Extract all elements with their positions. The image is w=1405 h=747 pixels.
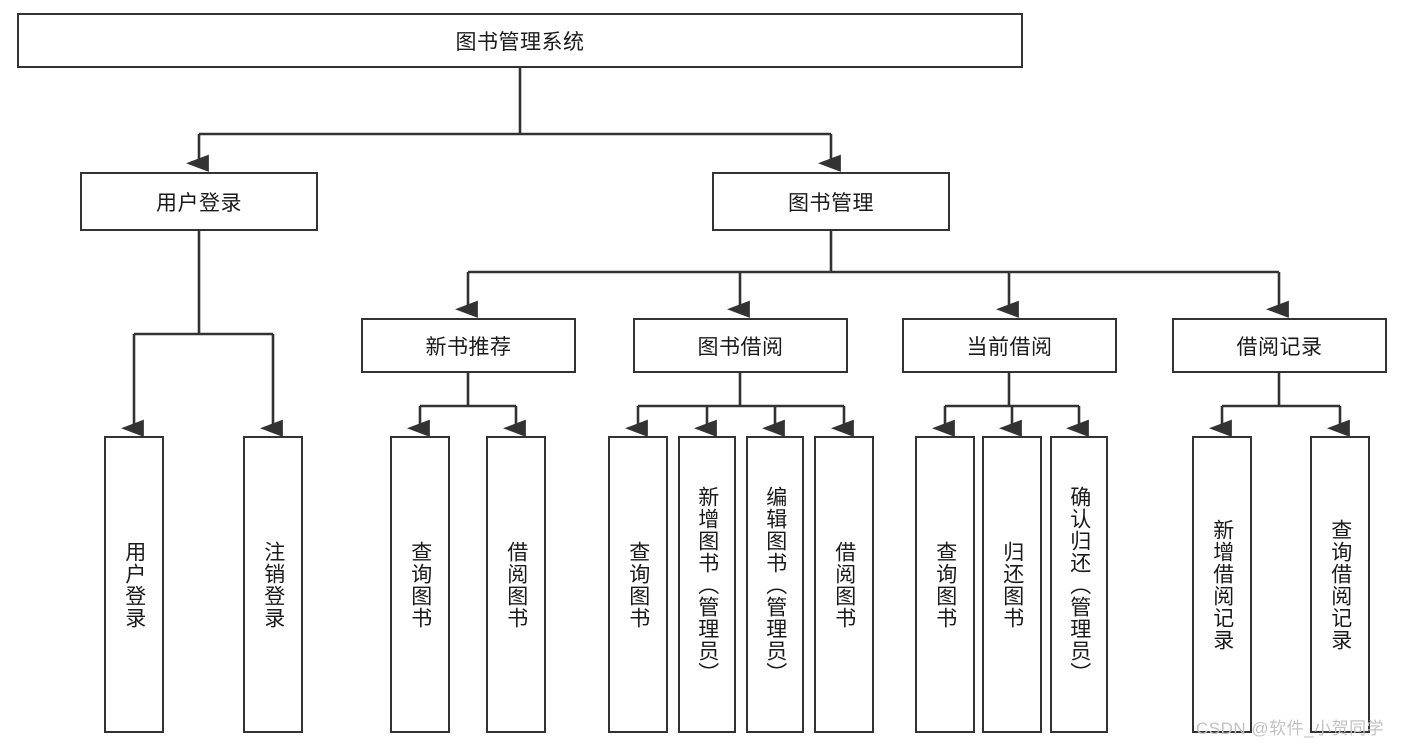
- node-leaf-add-book-admin[interactable]: 新增图书（管理员）: [678, 436, 736, 733]
- node-borrow-record-label: 借阅记录: [1236, 335, 1323, 359]
- node-leaf-borrow-book[interactable]: 借阅图书: [814, 436, 874, 733]
- node-leaf-borrow-book-label: 借阅图书: [832, 540, 856, 629]
- node-leaf-borrow-book-rec-label: 借阅图书: [504, 540, 528, 629]
- node-leaf-user-logout[interactable]: 注销登录: [243, 436, 303, 733]
- csdn-watermark: CSDN @软件_小贺同学: [1196, 719, 1385, 738]
- node-leaf-query-borrow-record-label: 查询借阅记录: [1328, 518, 1352, 651]
- node-book-borrow-label: 图书借阅: [697, 335, 784, 359]
- node-leaf-return-book-label: 归还图书: [1000, 540, 1024, 629]
- node-leaf-add-book-admin-label: 新增图书（管理员）: [695, 485, 719, 684]
- node-leaf-user-login[interactable]: 用户登录: [104, 436, 164, 733]
- node-leaf-query-borrow-record[interactable]: 查询借阅记录: [1310, 436, 1370, 733]
- node-leaf-add-borrow-record[interactable]: 新增借阅记录: [1192, 436, 1252, 733]
- node-new-book-rec-label: 新书推荐: [425, 335, 512, 359]
- node-leaf-query-book-current-label: 查询图书: [933, 540, 957, 629]
- node-user-login-label: 用户登录: [156, 191, 242, 215]
- node-new-book-rec[interactable]: 新书推荐: [361, 318, 576, 373]
- node-root[interactable]: 图书管理系统: [17, 13, 1023, 68]
- node-leaf-edit-book-admin[interactable]: 编辑图书（管理员）: [746, 436, 804, 733]
- node-leaf-query-book-borrow-label: 查询图书: [626, 540, 650, 629]
- node-leaf-query-book-borrow[interactable]: 查询图书: [608, 436, 668, 733]
- node-root-label: 图书管理系统: [455, 30, 585, 54]
- node-leaf-edit-book-admin-label: 编辑图书（管理员）: [763, 485, 787, 684]
- node-leaf-confirm-return-admin[interactable]: 确认归还（管理员）: [1050, 436, 1108, 733]
- node-leaf-return-book[interactable]: 归还图书: [982, 436, 1042, 733]
- node-leaf-query-book-rec[interactable]: 查询图书: [390, 436, 450, 733]
- node-user-login[interactable]: 用户登录: [80, 172, 318, 231]
- node-book-manage[interactable]: 图书管理: [712, 172, 950, 231]
- node-current-borrow[interactable]: 当前借阅: [902, 318, 1117, 373]
- node-current-borrow-label: 当前借阅: [966, 335, 1053, 359]
- node-leaf-confirm-return-admin-label: 确认归还（管理员）: [1067, 485, 1091, 684]
- node-book-manage-label: 图书管理: [788, 191, 874, 215]
- node-book-borrow[interactable]: 图书借阅: [633, 318, 848, 373]
- node-leaf-user-login-label: 用户登录: [122, 540, 146, 629]
- node-leaf-query-book-rec-label: 查询图书: [408, 540, 432, 629]
- node-leaf-add-borrow-record-label: 新增借阅记录: [1210, 518, 1234, 651]
- node-leaf-user-logout-label: 注销登录: [261, 540, 285, 629]
- node-borrow-record[interactable]: 借阅记录: [1172, 318, 1387, 373]
- node-leaf-borrow-book-rec[interactable]: 借阅图书: [486, 436, 546, 733]
- node-leaf-query-book-current[interactable]: 查询图书: [915, 436, 975, 733]
